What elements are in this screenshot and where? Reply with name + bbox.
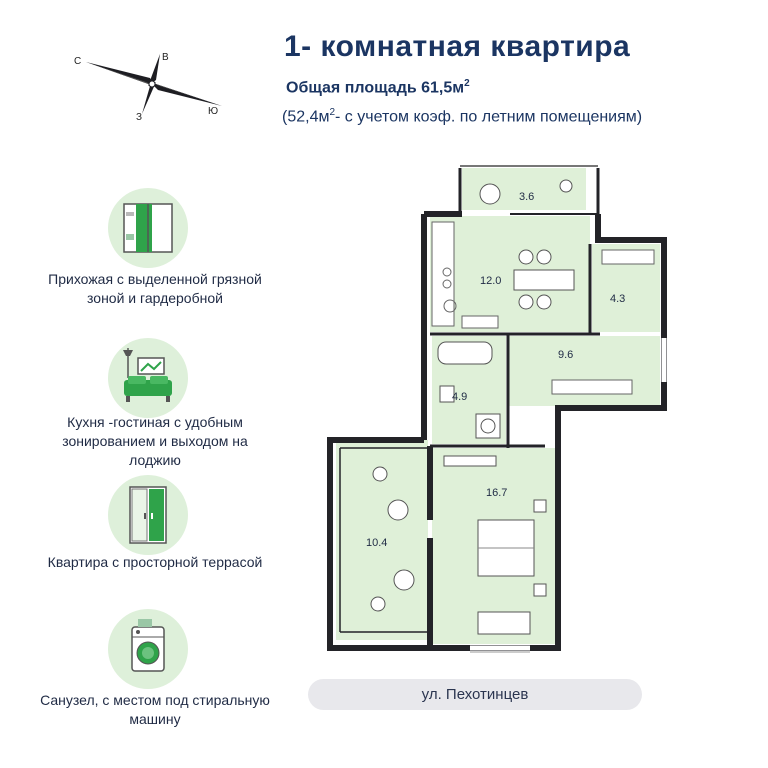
page-title: 1- комнатная квартира [284, 30, 631, 63]
washing-machine-icon [108, 609, 188, 689]
adjusted-area-note: (52,4м2- с учетом коэф. по летним помеще… [282, 107, 643, 126]
floor-plan: 3.6 12.0 4.3 9.6 4.9 16.7 10.4 [327, 165, 667, 653]
room-area-kitchen: 12.0 [480, 275, 501, 287]
compass-north: С [74, 56, 81, 67]
wardrobe-icon [108, 188, 188, 268]
feature-text-hallway: Прихожая с выделенной грязной зоной и га… [48, 271, 262, 306]
room-area-bedroom: 16.7 [486, 487, 507, 499]
total-area: Общая площадь 61,5м2 [286, 78, 470, 97]
compass-east: В [162, 52, 169, 63]
room-area-bathroom: 4.9 [452, 391, 467, 403]
room-area-balcony: 3.6 [519, 191, 534, 203]
room-hallway [508, 336, 660, 406]
living-room-icon [108, 338, 188, 418]
compass-south: Ю [208, 106, 218, 117]
compass-west: З [136, 112, 142, 123]
room-area-terrace: 10.4 [366, 537, 387, 549]
compass-icon: С В Ю З [74, 52, 222, 123]
feature-text-terrace: Квартира с просторной террасой [47, 554, 263, 570]
room-area-hallway: 9.6 [558, 349, 573, 361]
balcony-door-icon [108, 475, 188, 555]
feature-text-bathroom: Санузел, с местом под стиральную машину [40, 692, 270, 727]
feature-text-kitchen: Кухня -гостиная с удобным зонированием и… [62, 414, 248, 468]
room-area-wardrobe: 4.3 [610, 293, 625, 305]
street-label: ул. Пехотинцев [308, 679, 642, 710]
